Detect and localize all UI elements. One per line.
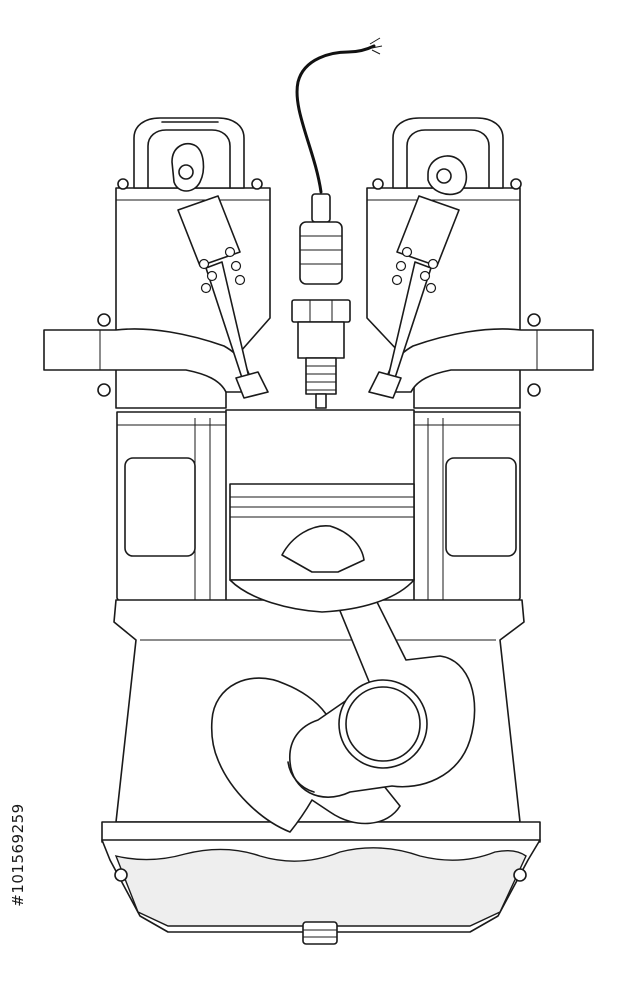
image-id-text: #101569259 (9, 803, 27, 907)
image-id-label: #101569259 (5, 765, 31, 945)
oil-sump (101, 839, 541, 933)
piston (229, 483, 415, 613)
exhaust-valve (368, 195, 460, 399)
rocker-cover-right (392, 117, 504, 189)
head-bolts (97, 178, 541, 397)
camshaft-lobe-right (427, 155, 468, 196)
drain-plug (302, 921, 338, 945)
spark-plug (291, 37, 383, 409)
intake-valve (177, 195, 269, 399)
camshaft-lobe-left (171, 142, 205, 192)
oil-level (114, 847, 527, 927)
